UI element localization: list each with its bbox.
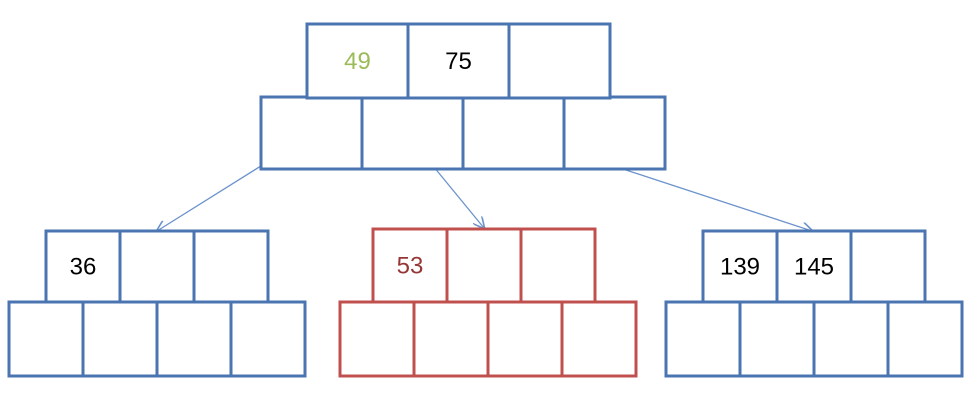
- right-child-key-cell-2: [849, 229, 927, 304]
- root-pointer-cell-0: [259, 95, 364, 171]
- root-pointer-cell-3: [562, 95, 667, 171]
- right-child-pointer-cell-2: [812, 300, 890, 378]
- middle-child-pointer-cell-1: [412, 300, 490, 378]
- right-child-key-0: 139: [720, 254, 760, 281]
- middle-child-key-cell-0: [371, 227, 449, 304]
- root-key-cell-2: [507, 22, 612, 100]
- root-key-cell-0: [305, 22, 410, 100]
- right-child-node: 139 145: [664, 229, 964, 378]
- left-child-key-cell-2: [192, 229, 270, 304]
- root-node: 49 75: [259, 22, 667, 171]
- left-child-node: 36: [7, 229, 307, 378]
- middle-child-key-cell-2: [519, 227, 597, 304]
- root-key-cell-1: [406, 22, 511, 100]
- middle-child-pointer-cell-0: [338, 300, 416, 378]
- left-child-key-cell-0: [44, 229, 122, 304]
- root-key-0: 49: [344, 48, 371, 75]
- left-child-pointer-cell-1: [81, 300, 159, 378]
- left-child-key-cell-1: [118, 229, 196, 304]
- left-child-pointer-cell-2: [155, 300, 233, 378]
- right-child-pointer-cell-1: [738, 300, 816, 378]
- root-pointer-cell-2: [461, 95, 566, 171]
- middle-child-key-cell-1: [445, 227, 523, 304]
- left-child-pointer-cell-0: [7, 300, 85, 378]
- nodes: 49 75 36 53 139 145: [7, 22, 964, 378]
- middle-child-node: 53: [338, 227, 638, 378]
- right-child-pointer-cell-0: [664, 300, 742, 378]
- left-child-key-0: 36: [70, 254, 97, 281]
- root-pointer-cell-1: [360, 95, 465, 171]
- left-child-pointer-cell-3: [229, 300, 307, 378]
- right-child-key-1: 145: [794, 254, 834, 281]
- right-child-key-cell-1: [775, 229, 853, 304]
- middle-child-key-0: 53: [397, 253, 424, 280]
- right-child-key-cell-0: [701, 229, 779, 304]
- root-key-1: 75: [445, 48, 472, 75]
- middle-child-pointer-cell-3: [560, 300, 638, 378]
- middle-child-pointer-cell-2: [486, 300, 564, 378]
- right-child-pointer-cell-3: [886, 300, 964, 378]
